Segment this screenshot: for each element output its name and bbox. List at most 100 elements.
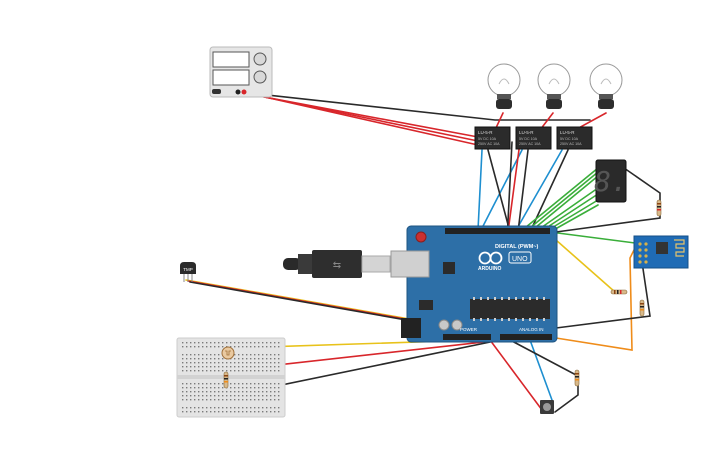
breadboard-hole[interactable] xyxy=(206,411,208,413)
breadboard-hole[interactable] xyxy=(266,362,268,364)
breadboard-hole[interactable] xyxy=(258,370,260,372)
light-bulb-icon[interactable] xyxy=(487,63,521,109)
breadboard-hole[interactable] xyxy=(202,411,204,413)
breadboard-hole[interactable] xyxy=(262,370,264,372)
breadboard-hole[interactable] xyxy=(262,411,264,413)
ps-terminal-pos[interactable] xyxy=(241,89,247,95)
breadboard-hole[interactable] xyxy=(242,342,244,344)
breadboard-hole[interactable] xyxy=(278,411,280,413)
breadboard-hole[interactable] xyxy=(270,407,272,409)
breadboard-hole[interactable] xyxy=(226,366,228,368)
breadboard-hole[interactable] xyxy=(230,370,232,372)
breadboard-hole[interactable] xyxy=(246,346,248,348)
arduino-uno-board[interactable]: DIGITAL (PWM~) UNO ARDUINO POWER ANALOG … xyxy=(390,225,558,343)
breadboard-hole[interactable] xyxy=(262,387,264,389)
wire-green-esp[interactable] xyxy=(549,231,636,244)
breadboard-hole[interactable] xyxy=(194,346,196,348)
breadboard-hole[interactable] xyxy=(214,395,216,397)
breadboard-hole[interactable] xyxy=(246,362,248,364)
breadboard-hole[interactable] xyxy=(242,354,244,356)
breadboard-hole[interactable] xyxy=(210,383,212,385)
wire-orange-esp[interactable] xyxy=(555,249,635,351)
breadboard-hole[interactable] xyxy=(226,391,228,393)
breadboard-hole[interactable] xyxy=(202,370,204,372)
breadboard-hole[interactable] xyxy=(266,370,268,372)
breadboard-hole[interactable] xyxy=(194,358,196,360)
breadboard-hole[interactable] xyxy=(254,358,256,360)
breadboard-hole[interactable] xyxy=(198,354,200,356)
usb-cable[interactable]: ⇆ xyxy=(283,250,391,278)
breadboard-hole[interactable] xyxy=(238,411,240,413)
breadboard-hole[interactable] xyxy=(258,358,260,360)
breadboard-hole[interactable] xyxy=(182,342,184,344)
breadboard-hole[interactable] xyxy=(230,399,232,401)
breadboard-hole[interactable] xyxy=(186,342,188,344)
breadboard-hole[interactable] xyxy=(262,362,264,364)
breadboard-hole[interactable] xyxy=(218,346,220,348)
breadboard-hole[interactable] xyxy=(214,387,216,389)
resistor-7seg[interactable] xyxy=(656,199,662,217)
breadboard-hole[interactable] xyxy=(202,354,204,356)
breadboard-hole[interactable] xyxy=(198,342,200,344)
breadboard-hole[interactable] xyxy=(270,366,272,368)
breadboard-hole[interactable] xyxy=(254,407,256,409)
breadboard-hole[interactable] xyxy=(214,370,216,372)
breadboard-hole[interactable] xyxy=(182,346,184,348)
breadboard-hole[interactable] xyxy=(182,411,184,413)
breadboard-hole[interactable] xyxy=(262,342,264,344)
breadboard-hole[interactable] xyxy=(194,411,196,413)
breadboard-hole[interactable] xyxy=(246,366,248,368)
breadboard-hole[interactable] xyxy=(190,391,192,393)
breadboard-hole[interactable] xyxy=(254,387,256,389)
resistor-esp-2[interactable] xyxy=(639,299,645,317)
breadboard-hole[interactable] xyxy=(234,354,236,356)
breadboard-hole[interactable] xyxy=(266,411,268,413)
breadboard-hole[interactable] xyxy=(182,366,184,368)
breadboard-hole[interactable] xyxy=(222,395,224,397)
breadboard-hole[interactable] xyxy=(242,362,244,364)
breadboard-hole[interactable] xyxy=(258,387,260,389)
breadboard-hole[interactable] xyxy=(182,399,184,401)
wire-black-ps[interactable] xyxy=(239,91,591,121)
breadboard-hole[interactable] xyxy=(198,346,200,348)
breadboard-hole[interactable] xyxy=(250,383,252,385)
breadboard-hole[interactable] xyxy=(202,395,204,397)
breadboard-hole[interactable] xyxy=(258,346,260,348)
breadboard-hole[interactable] xyxy=(254,346,256,348)
breadboard-hole[interactable] xyxy=(222,366,224,368)
breadboard-hole[interactable] xyxy=(210,411,212,413)
breadboard-hole[interactable] xyxy=(230,383,232,385)
breadboard-hole[interactable] xyxy=(190,346,192,348)
breadboard-hole[interactable] xyxy=(274,383,276,385)
wire-green-2[interactable] xyxy=(524,171,599,233)
breadboard-hole[interactable] xyxy=(234,370,236,372)
breadboard-hole[interactable] xyxy=(278,366,280,368)
breadboard[interactable] xyxy=(176,337,286,418)
breadboard-hole[interactable] xyxy=(278,395,280,397)
breadboard-hole[interactable] xyxy=(270,358,272,360)
breadboard-hole[interactable] xyxy=(206,366,208,368)
breadboard-hole[interactable] xyxy=(238,366,240,368)
breadboard-hole[interactable] xyxy=(250,366,252,368)
breadboard-hole[interactable] xyxy=(230,342,232,344)
breadboard-hole[interactable] xyxy=(266,354,268,356)
wire-red-button[interactable] xyxy=(489,339,543,411)
breadboard-hole[interactable] xyxy=(230,411,232,413)
breadboard-hole[interactable] xyxy=(246,411,248,413)
breadboard-hole[interactable] xyxy=(222,407,224,409)
breadboard-hole[interactable] xyxy=(202,358,204,360)
breadboard-hole[interactable] xyxy=(214,383,216,385)
breadboard-hole[interactable] xyxy=(198,358,200,360)
breadboard-hole[interactable] xyxy=(238,362,240,364)
breadboard-hole[interactable] xyxy=(250,346,252,348)
breadboard-hole[interactable] xyxy=(234,399,236,401)
breadboard-hole[interactable] xyxy=(238,346,240,348)
breadboard-hole[interactable] xyxy=(238,399,240,401)
breadboard-hole[interactable] xyxy=(218,387,220,389)
breadboard-hole[interactable] xyxy=(206,391,208,393)
breadboard-hole[interactable] xyxy=(226,342,228,344)
breadboard-hole[interactable] xyxy=(278,354,280,356)
breadboard-hole[interactable] xyxy=(250,387,252,389)
wire-red-ps-3[interactable] xyxy=(246,92,479,146)
breadboard-hole[interactable] xyxy=(198,391,200,393)
